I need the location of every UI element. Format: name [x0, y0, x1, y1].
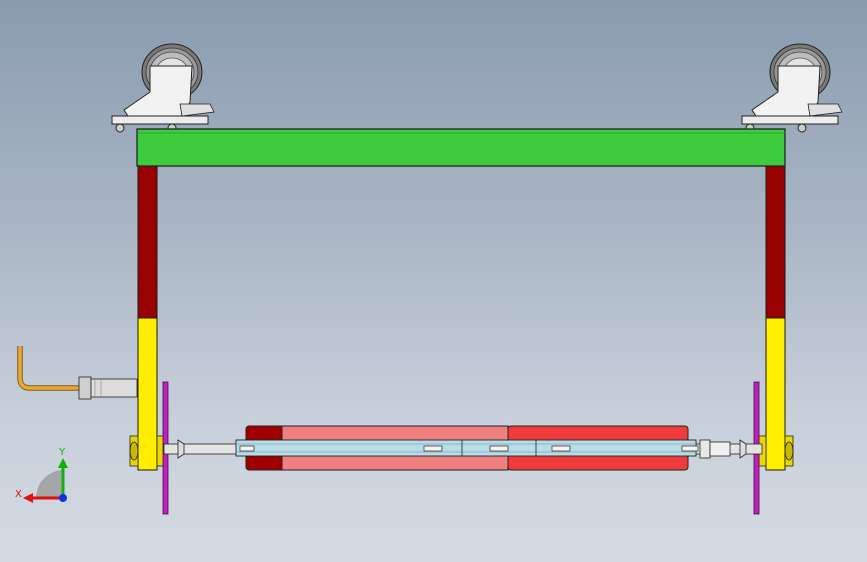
right-bearing-bracket[interactable] — [758, 435, 794, 467]
triad-plane-icon — [35, 470, 63, 498]
crank-handle[interactable] — [17, 346, 138, 400]
x-axis-label: X — [15, 489, 22, 500]
roller-inner-tube[interactable] — [235, 439, 697, 457]
roller-drum[interactable] — [235, 425, 699, 471]
top-beam[interactable] — [136, 128, 786, 167]
z-axis-dot — [59, 494, 67, 502]
caster-wheel-right[interactable] — [741, 43, 843, 133]
left-bearing-bracket[interactable] — [129, 435, 165, 467]
right-post-upper[interactable] — [765, 165, 786, 319]
left-post-upper[interactable] — [137, 165, 158, 319]
right-post-lower[interactable] — [765, 317, 786, 471]
y-axis-label: Y — [58, 447, 66, 458]
caster-wheel-left[interactable] — [111, 43, 215, 133]
left-post-lower[interactable] — [137, 317, 158, 471]
axis-triad: Y X — [15, 447, 68, 503]
